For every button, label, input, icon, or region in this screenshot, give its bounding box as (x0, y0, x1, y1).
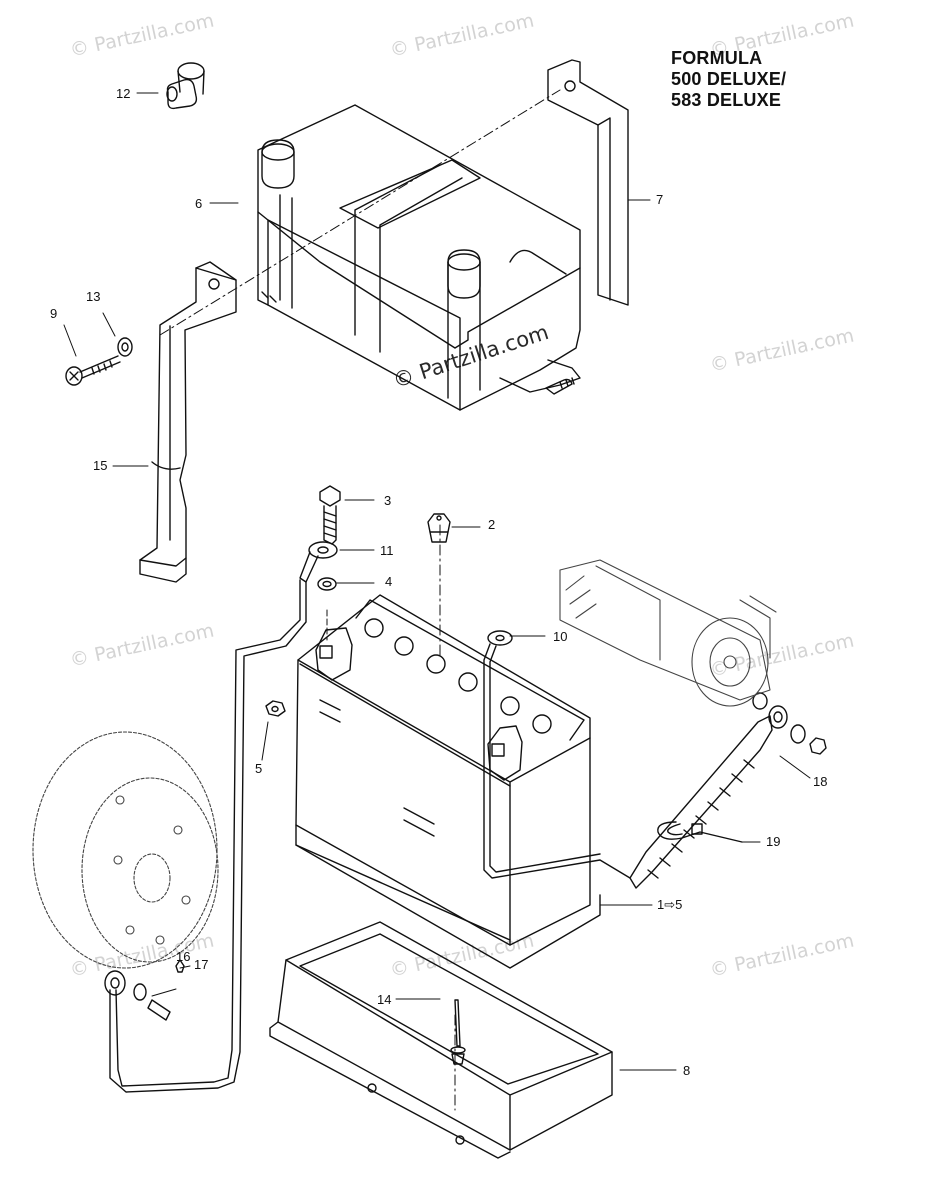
callout-13[interactable]: 13 (86, 289, 101, 304)
leader-lines (63, 92, 811, 1071)
flywheel-housing (32, 731, 219, 969)
callout-1-to-5[interactable]: 1⇨5 (657, 897, 683, 912)
screw-part-16 (104, 970, 171, 1021)
callout-19[interactable]: 19 (766, 834, 781, 849)
callout-7[interactable]: 7 (656, 192, 664, 207)
model-title-line-1: FORMULA (671, 48, 763, 68)
nut-part-17 (175, 959, 185, 973)
vent-cap-part-2 (427, 513, 451, 543)
callout-9[interactable]: 9 (50, 306, 58, 321)
model-title: FORMULA 500 DELUXE/ 583 DELUXE (671, 48, 786, 111)
cable-tie-part-19 (657, 821, 743, 843)
screw-part-9 (65, 355, 121, 386)
callout-3[interactable]: 3 (384, 493, 392, 508)
bracket-part-15 (139, 261, 237, 583)
model-title-line-3: 583 DELUXE (671, 90, 782, 110)
callout-10[interactable]: 10 (553, 629, 568, 644)
callout-4[interactable]: 4 (385, 574, 393, 589)
bolt-part-3 (319, 485, 341, 545)
model-title-line-2: 500 DELUXE/ (671, 69, 787, 89)
cable-part-11 (109, 541, 338, 1093)
cable-part-10 (483, 630, 631, 879)
callout-15[interactable]: 15 (93, 458, 108, 473)
boot-cap-part-12 (166, 62, 205, 110)
callout-5[interactable]: 5 (255, 761, 263, 776)
callout-18[interactable]: 18 (813, 774, 828, 789)
callout-17[interactable]: 17 (194, 957, 209, 972)
battery-cover-part-6 (257, 104, 581, 411)
washer-part-4 (317, 577, 337, 591)
callout-11[interactable]: 11 (380, 543, 394, 558)
battery-tray-part-8 (269, 921, 613, 1159)
pin-part-14 (450, 999, 466, 1065)
washer-part-13 (117, 337, 133, 357)
cable-part-18 (629, 692, 827, 889)
bracket-part-7 (547, 59, 629, 306)
battery-part-1 (295, 594, 601, 969)
callout-2[interactable]: 2 (488, 517, 496, 532)
starter-motor (559, 559, 777, 707)
callout-14[interactable]: 14 (377, 992, 392, 1007)
callout-8[interactable]: 8 (683, 1063, 691, 1078)
callout-16[interactable]: 16 (176, 949, 191, 964)
callout-6[interactable]: 6 (195, 196, 203, 211)
nut-part-5 (265, 700, 286, 717)
callout-12[interactable]: 12 (116, 86, 131, 101)
assembly-centerline (159, 89, 561, 336)
